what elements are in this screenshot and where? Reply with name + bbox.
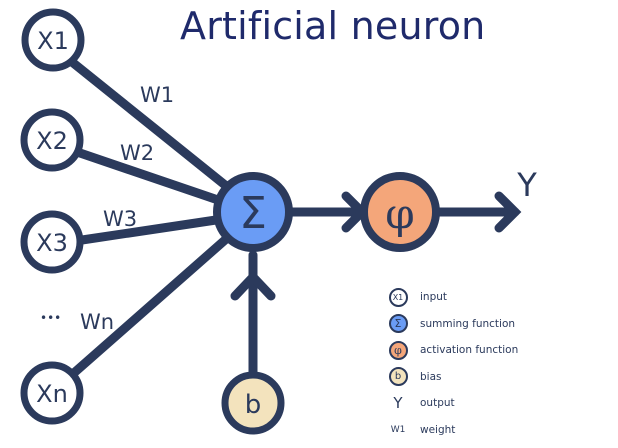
legend-item-bias: b bias xyxy=(388,364,518,391)
input-node-x1: X1 xyxy=(21,8,85,72)
edge-x1-sum xyxy=(67,57,230,190)
input-node-x3: X3 xyxy=(20,210,84,274)
weight-label-wn: Wn xyxy=(80,310,114,334)
arrowhead-bias xyxy=(230,270,276,301)
legend-item-summing: Σ summing function xyxy=(388,311,518,338)
edge-x3-sum xyxy=(77,215,221,245)
ellipsis: ••• xyxy=(40,311,61,325)
output-icon: Y xyxy=(393,394,403,413)
arrowhead-output xyxy=(494,191,522,233)
summing-symbol: Σ xyxy=(239,188,267,239)
legend-label: activation function xyxy=(420,344,519,357)
summing-icon: Σ xyxy=(388,314,408,334)
edge-xn-sum xyxy=(70,235,230,377)
legend-label: bias xyxy=(420,370,442,383)
input-label: X2 xyxy=(36,127,68,155)
activation-node: φ xyxy=(360,172,440,252)
legend: X1 input Σ summing function φ activation… xyxy=(388,284,518,443)
legend-item-output: Y output xyxy=(388,390,518,417)
input-label: X3 xyxy=(36,229,68,257)
diagram-title: Artificial neuron xyxy=(180,4,486,48)
legend-label: input xyxy=(420,291,448,304)
weight-icon: W1 xyxy=(390,424,406,435)
legend-item-activation: φ activation function xyxy=(388,337,518,364)
legend-item-input: X1 input xyxy=(388,284,518,311)
input-label: X1 xyxy=(37,27,69,55)
input-node-x2: X2 xyxy=(20,108,84,172)
activation-icon: φ xyxy=(388,340,408,360)
weight-label-w2: W2 xyxy=(120,141,154,165)
legend-label: output xyxy=(420,397,455,410)
input-icon: X1 xyxy=(388,287,408,307)
bias-icon: b xyxy=(388,367,408,387)
edge-x2-sum xyxy=(75,148,223,205)
bias-node: b xyxy=(221,371,285,435)
legend-label: summing function xyxy=(420,317,516,330)
input-label: Xn xyxy=(36,380,68,408)
bias-label: b xyxy=(245,390,262,420)
weight-label-w1: W1 xyxy=(140,83,174,107)
output-label: Y xyxy=(516,166,537,204)
activation-symbol: φ xyxy=(385,189,414,238)
legend-item-weight: W1 weight xyxy=(388,417,518,444)
summing-node: Σ xyxy=(213,172,293,252)
input-node-xn: Xn xyxy=(20,361,84,425)
weight-label-w3: W3 xyxy=(103,207,137,231)
legend-label: weight xyxy=(420,423,456,436)
